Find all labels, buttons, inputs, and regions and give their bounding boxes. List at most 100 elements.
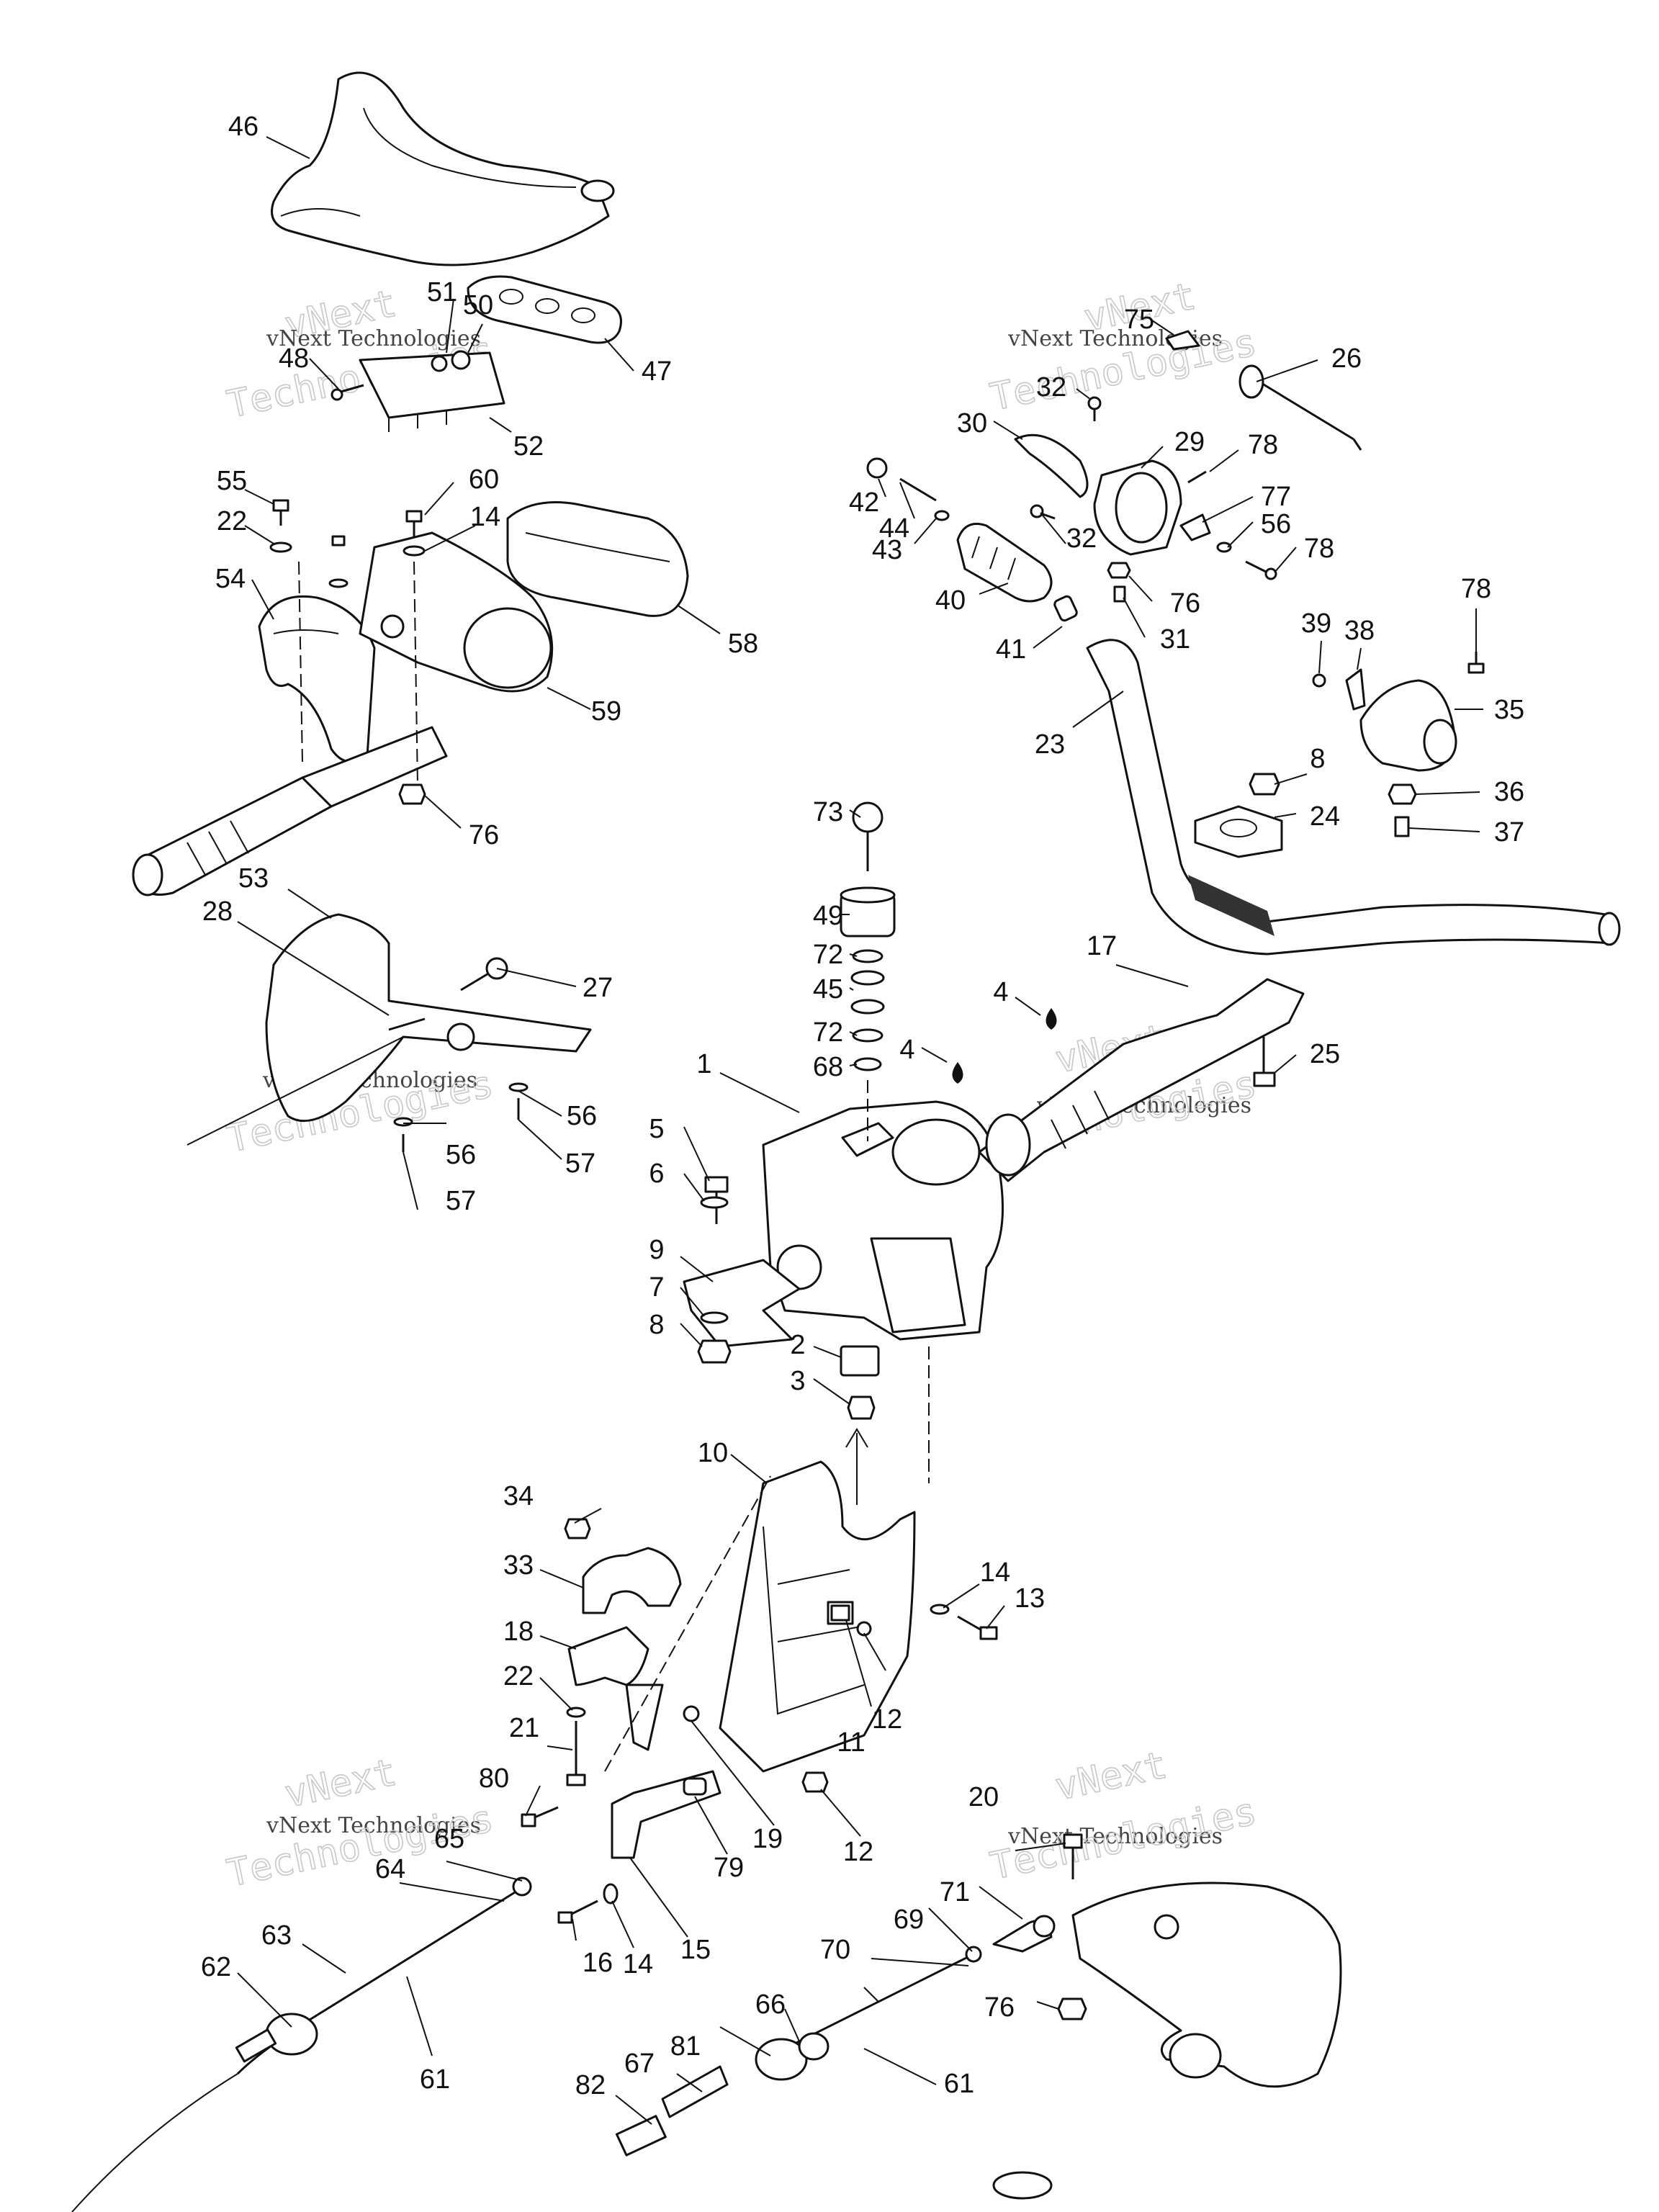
- callout-4a: 4: [993, 977, 1008, 1007]
- part-1-steering-housing: [762, 1100, 1004, 1341]
- callout-10: 10: [698, 1438, 728, 1468]
- callout-2: 2: [790, 1330, 805, 1360]
- part-45-washer-top: [850, 970, 885, 986]
- callout-41: 41: [996, 634, 1026, 665]
- callout-76a: 76: [469, 820, 499, 850]
- callout-22b: 22: [503, 1661, 534, 1691]
- wm-line2: vNext Technologies: [1007, 1824, 1223, 1849]
- part-43-washer: [934, 510, 950, 521]
- callout-78b: 78: [1304, 534, 1334, 564]
- part-56-washer-b: [393, 1117, 413, 1127]
- callout-49: 49: [813, 901, 843, 931]
- part-38-lever: [1345, 668, 1366, 711]
- callout-60: 60: [469, 464, 499, 495]
- callout-70: 70: [820, 1935, 850, 1965]
- part-61-cable-left: [71, 1889, 519, 2212]
- part-20-bolt: [1063, 1833, 1083, 1879]
- callout-13: 13: [1015, 1583, 1045, 1614]
- callout-72a: 72: [813, 940, 843, 970]
- wm-line1: vNext: [281, 1750, 400, 1816]
- callout-78c: 78: [1461, 574, 1491, 604]
- part-12-nut-b: [801, 1771, 829, 1793]
- part-2-block: [840, 1345, 880, 1377]
- arrow-up: [845, 1428, 868, 1505]
- part-76-nut-b: [1107, 562, 1131, 579]
- callout-66: 66: [755, 1990, 786, 2020]
- part-71-ball-joint: [992, 1915, 1056, 1953]
- part-49-bushing: [840, 886, 896, 938]
- part-56-washer-c: [508, 1082, 529, 1092]
- callout-17: 17: [1087, 931, 1117, 961]
- part-78-screw-c: [1467, 652, 1485, 674]
- part-80-bolt: [521, 1806, 559, 1827]
- callout-20: 20: [968, 1782, 999, 1812]
- part-52-switch-block: [359, 350, 505, 432]
- callout-61a: 61: [420, 2064, 450, 2095]
- part-61-cable-right: [615, 1954, 973, 2157]
- callout-59: 59: [591, 696, 621, 727]
- callout-71: 71: [940, 1877, 970, 1907]
- callout-35: 35: [1494, 695, 1524, 725]
- dash-line-left-housing: [298, 561, 418, 786]
- part-78-screw-a: [1187, 470, 1207, 484]
- callout-15: 15: [680, 1935, 711, 1965]
- left-grip-assembly: [132, 726, 448, 896]
- part-42-cap: [866, 457, 888, 479]
- callout-57b: 57: [565, 1148, 595, 1179]
- callout-18: 18: [503, 1617, 534, 1647]
- part-72-washer-bottom: [852, 1028, 884, 1043]
- callout-28: 28: [202, 896, 233, 927]
- callout-4b: 4: [899, 1035, 914, 1065]
- part-3-nut: [847, 1395, 876, 1420]
- part-75-clip: [1165, 330, 1200, 351]
- watermark-bottom-right: vNext vNext Technologies Technologies: [986, 1743, 1261, 1889]
- callout-46: 46: [228, 112, 258, 142]
- callout-7: 7: [649, 1272, 664, 1303]
- part-34-nut: [564, 1518, 591, 1539]
- callout-75: 75: [1124, 305, 1154, 335]
- callout-80: 80: [479, 1763, 509, 1794]
- part-8-nut-right: [1249, 773, 1280, 796]
- part-36-nut: [1388, 783, 1417, 805]
- callout-53: 53: [238, 863, 269, 894]
- callout-23: 23: [1035, 729, 1065, 760]
- callout-27: 27: [583, 973, 613, 1003]
- part-27-screw: [460, 957, 508, 992]
- callout-1: 1: [696, 1049, 711, 1079]
- callout-25: 25: [1310, 1039, 1340, 1069]
- watermark-top-right: vNext vNext Technologies Technologies: [986, 274, 1261, 421]
- wm-line1: vNext: [1051, 1743, 1171, 1809]
- wm-line3: Technologies: [986, 1790, 1260, 1889]
- callout-19: 19: [752, 1824, 783, 1854]
- part-78-screw-b: [1245, 560, 1277, 580]
- part-19-nut: [683, 1705, 700, 1722]
- callout-62: 62: [201, 1952, 231, 1982]
- part-44-bolt: [899, 477, 937, 502]
- callout-31: 31: [1160, 624, 1190, 655]
- part-14-washer-a: [403, 545, 426, 557]
- callout-72b: 72: [813, 1017, 843, 1048]
- part-17-steering-column: [978, 978, 1305, 1182]
- callout-22a: 22: [217, 506, 247, 536]
- part-72-washer-top: [852, 949, 884, 963]
- callout-73: 73: [813, 797, 843, 827]
- part-55-screw: [272, 499, 289, 526]
- callout-77: 77: [1261, 482, 1291, 512]
- part-37-setscrew: [1394, 816, 1410, 837]
- callout-42: 42: [849, 487, 879, 518]
- callout-67: 67: [624, 2049, 655, 2079]
- part-56-washer-a: [1216, 541, 1232, 553]
- callout-51: 51: [427, 277, 457, 307]
- callout-32b: 32: [1066, 523, 1097, 554]
- part-41-sleeve: [1053, 595, 1078, 622]
- part-59-upper-housing: [359, 531, 554, 693]
- callout-69: 69: [894, 1905, 924, 1935]
- callout-79: 79: [714, 1853, 744, 1883]
- callout-78a: 78: [1248, 430, 1278, 460]
- callout-50: 50: [463, 290, 493, 320]
- part-60-screw: [405, 510, 423, 536]
- part-28-pin: [388, 1017, 426, 1031]
- part-32-screw-b: [1030, 504, 1056, 520]
- wm-line2: vNext Technologies: [266, 1813, 481, 1838]
